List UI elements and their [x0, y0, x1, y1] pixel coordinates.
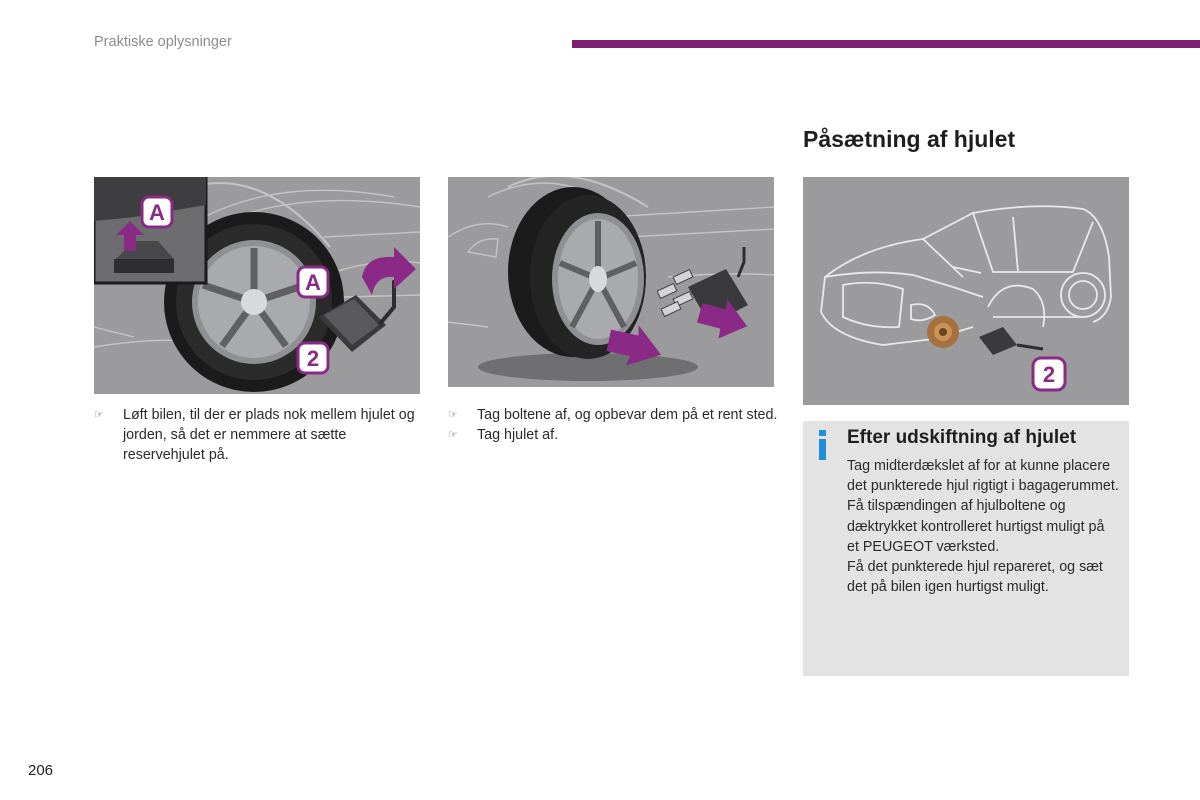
- inset-detail: A: [94, 177, 208, 285]
- section-title: Påsætning af hjulet: [803, 126, 1016, 152]
- svg-text:A: A: [149, 200, 165, 225]
- label-step-2: 2: [1031, 356, 1067, 392]
- label-step-2: 2: [296, 341, 330, 375]
- list-item: ☞ Tag hjulet af.: [448, 425, 778, 445]
- up-arrow-icon: [116, 221, 144, 251]
- info-icon: [819, 430, 826, 460]
- figure-lift-car: A 2 A: [94, 177, 420, 394]
- list-item: ☞ Tag boltene af, og opbevar dem på et r…: [448, 405, 778, 425]
- list-item: ☞ Løft bilen, til der er plads nok melle…: [94, 405, 424, 465]
- jack: [979, 327, 1044, 355]
- pointing-hand-icon: ☞: [448, 409, 458, 421]
- step-text: Tag hjulet af.: [477, 427, 559, 443]
- curved-arrow-icon: [362, 247, 416, 295]
- brake-hub: [927, 316, 959, 348]
- info-paragraph: Få tilspændingen af hjulboltene og dæktr…: [847, 498, 1105, 555]
- svg-text:2: 2: [307, 346, 319, 371]
- spare-wheel: [164, 212, 344, 392]
- header-rule: [572, 40, 1200, 48]
- figure-car-on-jack: 2: [803, 177, 1129, 405]
- pointing-hand-icon: ☞: [448, 429, 458, 441]
- step-text: Tag boltene af, og opbevar dem på et ren…: [477, 407, 778, 423]
- step-text: Løft bilen, til der er plads nok mellem …: [123, 407, 415, 463]
- svg-text:A: A: [305, 270, 321, 295]
- svg-text:2: 2: [1043, 362, 1055, 387]
- section-label: Praktiske oplysninger: [94, 34, 232, 50]
- removed-wheel: [508, 187, 646, 359]
- pointing-hand-icon: ☞: [94, 409, 104, 421]
- info-paragraph: Tag midterdækslet af for at kunne placer…: [847, 458, 1119, 495]
- info-paragraph: Få det punkterede hjul repareret, og sæt…: [847, 559, 1103, 596]
- info-title: Efter udskiftning af hjulet: [847, 427, 1077, 448]
- arrow-icon-wheel: [606, 325, 661, 366]
- steps-remove-wheel: ☞ Tag boltene af, og opbevar dem på et r…: [448, 405, 778, 445]
- bolts: [656, 268, 694, 318]
- page-number: 206: [28, 762, 54, 779]
- label-a-main: A: [296, 265, 330, 299]
- arrow-icon-bolts: [696, 299, 748, 339]
- info-body: Tag midterdækslet af for at kunne placer…: [847, 456, 1119, 597]
- car-outline: [820, 205, 1112, 346]
- figure-remove-bolts: [448, 177, 774, 387]
- steps-lift-car: ☞ Løft bilen, til der er plads nok melle…: [94, 405, 424, 465]
- info-box: Efter udskiftning af hjulet Tag midterdæ…: [803, 421, 1129, 676]
